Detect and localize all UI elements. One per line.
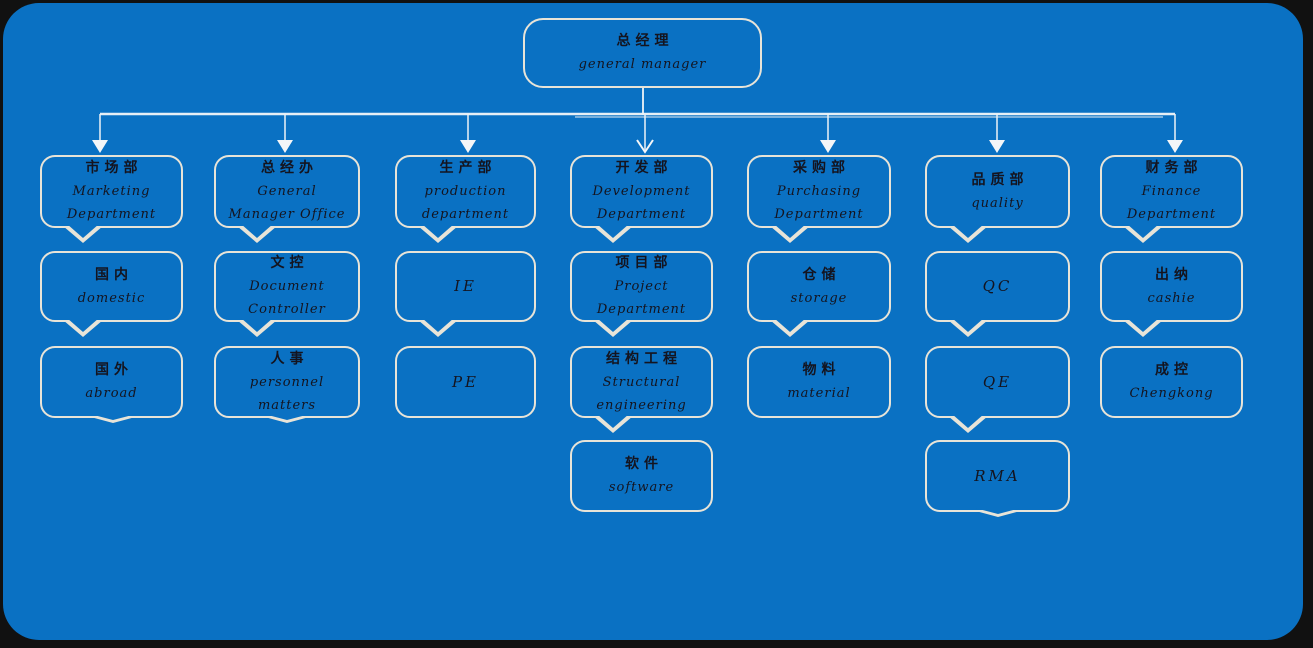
- box-title-zh: 人事: [270, 350, 309, 367]
- org-box-general-manager-office: 总经办 General Manager Office: [214, 155, 360, 243]
- org-box-qc: QC: [925, 251, 1070, 337]
- box-title-zh: 文控: [270, 255, 309, 271]
- org-box-chengkong: 成控 Chengkong: [1100, 346, 1243, 418]
- org-box-domestic: 国内 domestic: [40, 251, 183, 337]
- org-box-finance-department: 财务部 Finance Department: [1100, 155, 1243, 243]
- box-title-en: personnel matters: [249, 374, 325, 413]
- box-title-zh: 生产部: [439, 160, 497, 176]
- box-title-zh: 总经理: [616, 33, 674, 49]
- box-title-en: PE: [451, 372, 480, 391]
- org-box-structural-engineering: 结构工程 Structural engineering: [570, 346, 713, 433]
- box-title-en: Structural: [602, 374, 681, 390]
- org-box-pe: PE: [395, 346, 536, 418]
- box-title-zh: 采购部: [793, 160, 850, 176]
- box-title-en: Controller: [248, 302, 326, 317]
- box-title-zh: 软件: [625, 456, 663, 472]
- org-box-rma: RMA: [925, 440, 1070, 517]
- box-title-en: Department: [66, 207, 157, 222]
- box-title-zh: 国内: [95, 266, 133, 283]
- box-title-zh: 品质部: [971, 171, 1029, 188]
- box-title-en: department: [421, 207, 510, 222]
- box-title-zh: 物料: [802, 362, 841, 378]
- box-title-en: general manager: [578, 57, 707, 72]
- box-title-zh: 结构工程: [606, 350, 682, 367]
- box-title-en: Department: [1126, 207, 1217, 222]
- box-title-zh: 总经办: [261, 160, 318, 176]
- org-box-personnel-matters: 人事 personnel matters: [214, 346, 360, 423]
- box-title-en: General: [257, 184, 317, 199]
- box-title-en: Purchasing: [776, 184, 862, 199]
- box-title-en: Department: [774, 207, 864, 222]
- box-title-en: RMA: [974, 466, 1021, 485]
- box-title-en: cashie: [1147, 290, 1196, 306]
- box-title-en: domestic: [77, 290, 146, 306]
- org-box-project-department: 项目部 Project Department: [570, 251, 713, 337]
- box-title-zh: 开发部: [615, 160, 673, 176]
- org-box-general-manager: 总经理 general manager: [523, 18, 762, 88]
- box-title-en: Manager Office: [228, 207, 346, 222]
- box-title-zh: 财务部: [1145, 160, 1203, 176]
- org-box-abroad: 国外 abroad: [40, 346, 183, 423]
- box-title-en: IE: [454, 277, 477, 295]
- box-title-en: material: [787, 386, 851, 401]
- box-title-en: engineering: [596, 397, 687, 413]
- org-box-document-controller: 文控 Document Controller: [214, 251, 360, 337]
- org-box-qe: QE: [925, 346, 1070, 433]
- org-box-development-department: 开发部 Development Department: [570, 155, 713, 243]
- org-box-cashier: 出纳 cashie: [1100, 251, 1243, 337]
- org-box-ie: IE: [395, 251, 536, 337]
- box-title-zh: 市场部: [85, 160, 143, 176]
- box-title-en: Finance: [1141, 184, 1202, 199]
- org-box-marketing-department: 市场部 Marketing Department: [40, 155, 183, 243]
- box-title-en: storage: [790, 290, 848, 306]
- box-title-en: QC: [982, 277, 1013, 295]
- box-title-zh: 出纳: [1155, 266, 1193, 283]
- box-title-en: abroad: [85, 386, 138, 401]
- box-title-en: QE: [982, 372, 1013, 391]
- org-box-storage: 仓储 storage: [747, 251, 891, 337]
- org-box-production-department: 生产部 production department: [395, 155, 536, 243]
- box-title-zh: 仓储: [802, 266, 841, 283]
- box-title-en: quality: [971, 195, 1024, 211]
- org-box-purchasing-department: 采购部 Purchasing Department: [747, 155, 891, 243]
- org-box-software: 软件 software: [570, 440, 713, 512]
- box-title-en: Document: [249, 279, 325, 294]
- box-title-en: Project Department: [596, 279, 687, 317]
- box-title-en: Marketing: [72, 184, 151, 199]
- box-title-zh: 成控: [1155, 362, 1193, 378]
- org-box-quality-department: 品质部 quality: [925, 155, 1070, 243]
- box-title-en: production: [424, 184, 507, 199]
- box-title-zh: 项目部: [615, 255, 673, 271]
- org-box-material: 物料 material: [747, 346, 891, 418]
- box-title-zh: 国外: [95, 362, 133, 378]
- box-title-en: Department: [596, 207, 687, 222]
- box-title-en: Development: [592, 184, 691, 199]
- box-title-en: software: [608, 480, 675, 495]
- box-title-en: Chengkong: [1129, 386, 1214, 401]
